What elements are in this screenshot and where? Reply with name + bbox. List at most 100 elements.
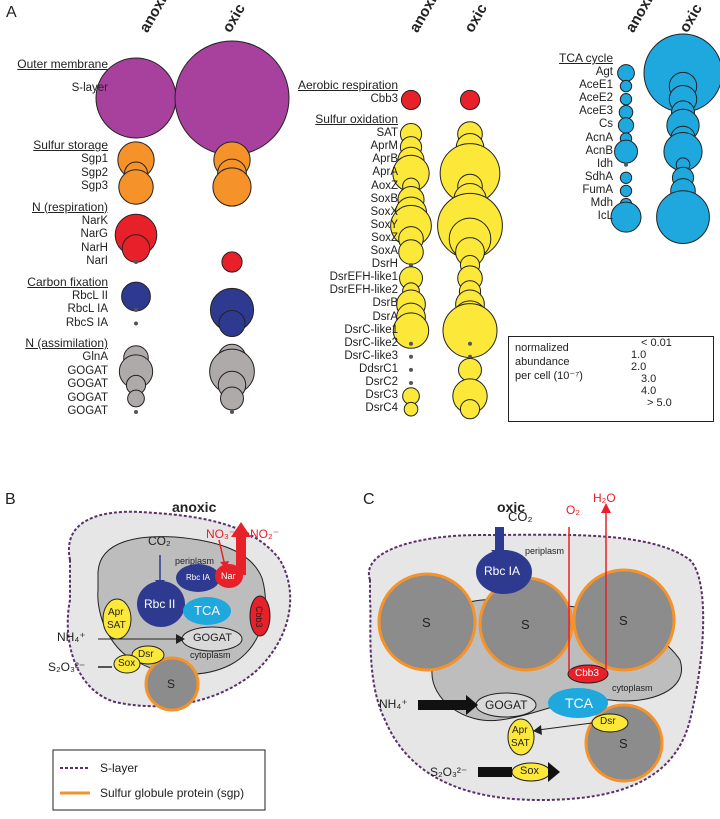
legend-entry-label: < 0.01 xyxy=(641,337,672,349)
c-h2o-label: H₂O xyxy=(593,491,616,505)
rbc-ia-shape-b xyxy=(176,564,220,592)
b-cytoplasm-label: cytoplasm xyxy=(190,650,231,660)
legend-entry-label: 4.0 xyxy=(641,385,657,397)
col2-bubble-anoxic xyxy=(409,263,413,268)
col3-bubble-oxic xyxy=(656,190,710,244)
col1-group-header: Outer membrane xyxy=(17,57,108,71)
col1-bubble-oxic xyxy=(218,309,246,338)
c-gogat-label: GOGAT xyxy=(485,698,528,712)
col2-bubble-anoxic xyxy=(409,354,413,359)
legend-entry-label: 3.0 xyxy=(641,373,657,385)
panel-b-letter: B xyxy=(5,491,16,508)
apr-sat-shape-c xyxy=(507,718,535,756)
b-nar-label: Nar xyxy=(221,571,236,581)
b-periplasm-label: periplasm xyxy=(175,556,215,566)
col1-bubble-anoxic xyxy=(134,260,138,264)
col1-bubble-oxic xyxy=(220,386,244,411)
col3-bubble-anoxic xyxy=(619,171,633,184)
c-tca-label: TCA xyxy=(565,695,593,711)
col1-row-label: GOGAT xyxy=(67,378,108,390)
bubble-plot xyxy=(95,33,720,420)
col1-bubble-oxic xyxy=(221,251,243,273)
b-rbcia-label: Rbc IA xyxy=(186,573,211,582)
col3-row-label: AcnB xyxy=(585,144,614,157)
abundance-legend: normalized abundance per cell (10⁻⁷) xyxy=(508,336,714,422)
h2o-arrowhead xyxy=(601,503,611,513)
c-s2o3-label: S₂O₃²⁻ xyxy=(430,765,468,779)
b-apr-label: Apr xyxy=(108,607,124,618)
col1-group-header: N (respiration) xyxy=(31,199,108,214)
cbb3-shape-b xyxy=(249,595,271,637)
panel-a-letter: A xyxy=(6,4,17,21)
co2-arrow-shaft-c xyxy=(495,527,504,553)
col1-row-label: S-layer xyxy=(71,82,108,94)
col3-bubble-anoxic xyxy=(619,184,633,198)
b-sulfur-label: S xyxy=(167,677,176,691)
o2-arrow xyxy=(568,527,575,671)
col2-bubble-anoxic xyxy=(392,312,430,349)
col1-bubble-anoxic xyxy=(95,57,177,139)
c-nh4-label: NH₄⁺ xyxy=(379,697,408,711)
col1-row-label: NarH xyxy=(81,241,108,254)
tca-shape-b xyxy=(183,597,231,625)
no2-arrowhead xyxy=(231,522,251,537)
sox-shape-b xyxy=(113,654,141,674)
co2-arrowhead-b xyxy=(155,580,165,588)
col3-bubble-anoxic xyxy=(610,201,642,233)
b-nh4-label: NH₄⁺ xyxy=(57,630,86,644)
cbb3-shape-c xyxy=(567,664,609,684)
c-rbcia-label: Rbc IA xyxy=(484,564,521,578)
col1-group-header: N (assimilation) xyxy=(25,336,108,350)
col2-row-label: SoxZ xyxy=(371,231,398,244)
col1-row-label: NarK xyxy=(81,214,108,227)
col2-row-label: AprA xyxy=(372,166,398,179)
rbc-ii-shape xyxy=(137,581,185,627)
c-o2-label: O₂ xyxy=(566,503,580,517)
col3-group-header: TCA cycle xyxy=(558,51,613,65)
col2-row-label: SAT xyxy=(376,127,398,140)
col3-row-label: Idh xyxy=(597,157,613,170)
col2-bubble-anoxic xyxy=(409,381,413,385)
col3-bubble-anoxic xyxy=(617,117,635,134)
c-periplasm-label: periplasm xyxy=(525,546,565,556)
col2-row-label: DsrC2 xyxy=(365,376,398,388)
col2-row-label: DsrC-like1 xyxy=(344,323,398,336)
col1-row-label: Sgp1 xyxy=(81,153,108,165)
no2-arrow-shaft xyxy=(236,535,246,575)
c-cbb3-label: Cbb3 xyxy=(575,668,599,679)
col3-row-label: IcL xyxy=(597,210,613,223)
col1-row-label: GlnA xyxy=(82,351,108,363)
apr-sat-shape-b xyxy=(102,598,132,640)
c-sulfur-label-4: S xyxy=(619,736,628,751)
h2o-arrow xyxy=(605,510,607,671)
tca-shape-c xyxy=(548,688,608,718)
c-cytoplasm-label: cytoplasm xyxy=(612,683,653,693)
b-s2o3-label: S₂O₃²⁻ xyxy=(48,660,86,674)
col1-row-label: RbcL II xyxy=(71,289,108,302)
col2-bubble-anoxic xyxy=(403,401,419,417)
b-cbb3-label: Cbb3 xyxy=(254,606,264,628)
col2-bubble-anoxic xyxy=(398,239,424,265)
col1-group-header: Carbon fixation xyxy=(27,274,108,289)
col2-row-label: DsrB xyxy=(372,297,398,310)
b-tca-label: TCA xyxy=(194,603,220,618)
legend-entry-label: 1.0 xyxy=(631,349,647,361)
col1-row-label: NarG xyxy=(80,228,108,240)
c-sulfur-label-2: S xyxy=(521,617,530,632)
col2-row-label: DsrC-like2 xyxy=(344,336,398,349)
col3-bubble-anoxic xyxy=(618,105,634,120)
panel-c-diagram xyxy=(367,503,705,802)
col2-row-label: DsrA xyxy=(372,310,398,323)
col2-row-label: AprM xyxy=(370,140,398,153)
col2-row-label: DdsrC1 xyxy=(359,362,398,375)
anoxic-sulfur-globule xyxy=(144,656,200,712)
col2-row-label: SoxB xyxy=(370,192,399,205)
col2-bubble-oxic xyxy=(458,357,482,382)
dsr-shape-b xyxy=(131,645,165,665)
col2-group-header: Sulfur oxidation xyxy=(315,112,398,127)
col1-bubble-anoxic xyxy=(134,308,138,312)
c-sulfur-label-3: S xyxy=(619,613,628,628)
col2-row-label: SoxY xyxy=(370,218,399,231)
c-sulfur-label-1: S xyxy=(422,615,431,630)
col1-bubble-oxic xyxy=(212,167,252,207)
